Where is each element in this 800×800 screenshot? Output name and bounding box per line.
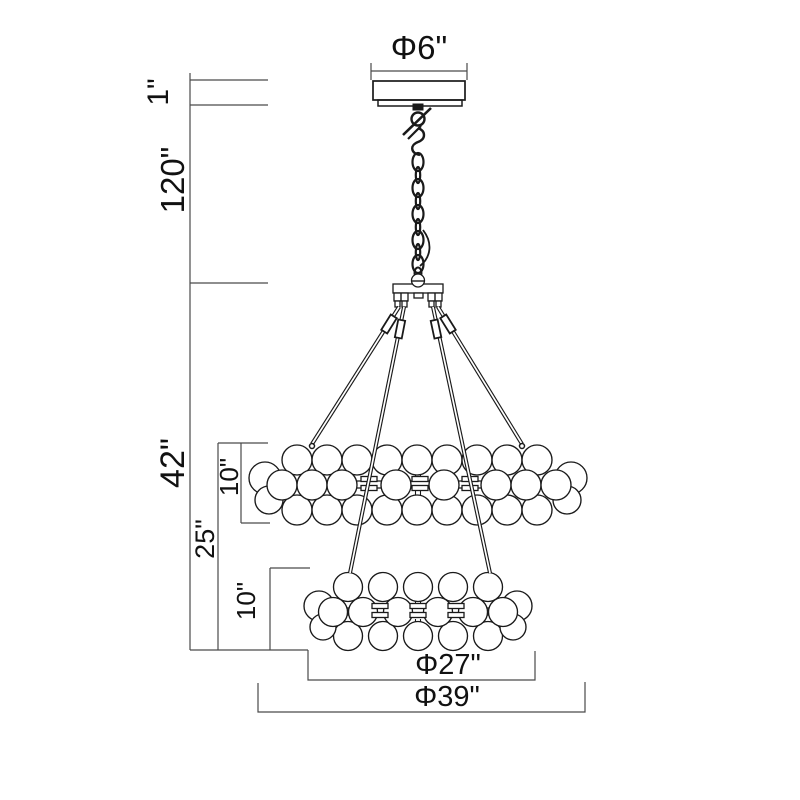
label-suspension-length: 120"	[154, 147, 191, 214]
dim-25-line	[217, 442, 268, 650]
dim-upper10-line	[240, 443, 270, 524]
label-body-height: 42"	[154, 438, 192, 488]
support-rod-inner-right	[431, 306, 492, 574]
dimension-lines	[189, 63, 586, 713]
dim-left-vertical	[189, 73, 308, 651]
support-rod-inner-left	[348, 306, 406, 574]
label-upper-tier-height: 10"	[214, 458, 244, 496]
dim-phi39-line	[257, 682, 586, 713]
label-canopy-height: 1"	[142, 78, 175, 105]
dim-phi27-line	[307, 650, 536, 681]
ceiling-canopy	[372, 80, 466, 140]
upper-globe-tier	[248, 444, 588, 526]
lower-globe-tier	[303, 571, 533, 652]
dim-lower10-line	[269, 567, 310, 650]
s-hook	[411, 126, 426, 157]
safety-wire	[419, 229, 431, 267]
rod-turnbuckles	[380, 313, 457, 340]
label-canopy-diameter: Φ6"	[391, 29, 447, 66]
canopy-hook-loop	[410, 111, 426, 127]
canopy-collar	[412, 103, 424, 111]
hanging-chain	[411, 126, 431, 280]
dim-phi6-line	[370, 63, 468, 80]
label-overall-diameter: Φ39"	[414, 681, 480, 713]
hanger-hub	[392, 273, 444, 308]
label-tier-drop: 25"	[190, 519, 220, 559]
dimension-labels: Φ6" 1" 120" 42" 10" 25" 10" Φ27" Φ39"	[142, 29, 481, 713]
support-rods	[308, 305, 526, 574]
label-lower-tier-height: 10"	[231, 582, 261, 620]
label-lower-tier-diameter: Φ27"	[415, 649, 481, 681]
lower-arm-fittings	[371, 602, 465, 619]
